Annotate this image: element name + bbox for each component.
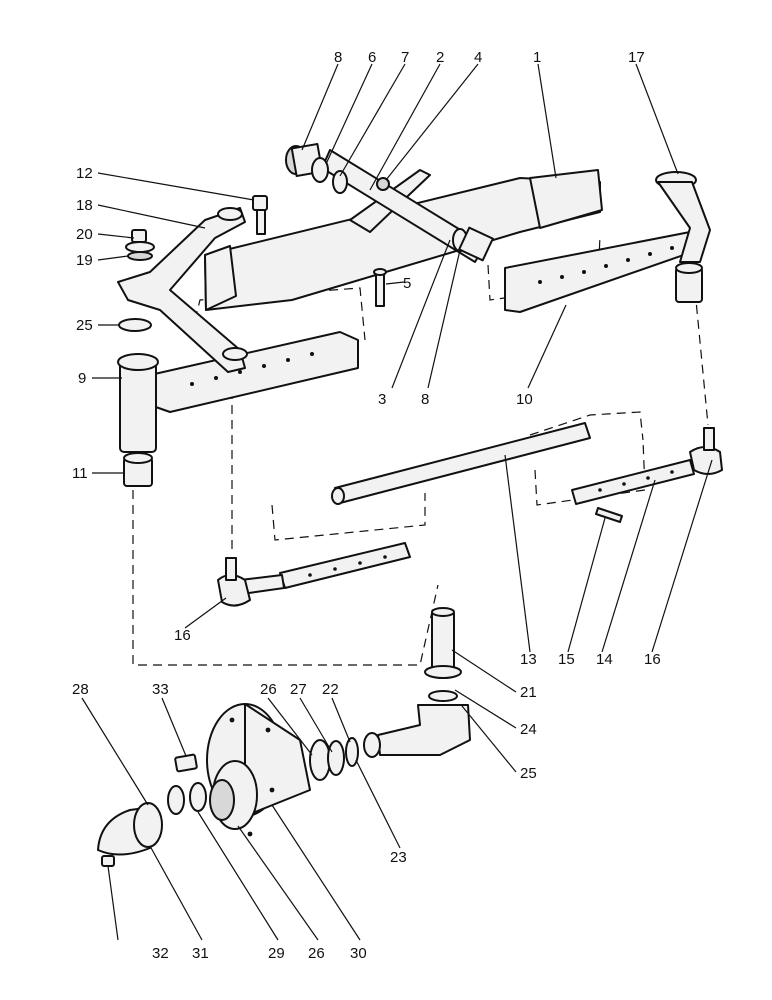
label-15: 15	[558, 651, 575, 668]
part-number-labels: 1 2 3 4 5 6 7 8 8 9 10 11 12 13 14 15 16…	[72, 49, 661, 962]
left-steering-arm	[117, 207, 248, 373]
label-2: 2	[436, 49, 444, 66]
label-33: 33	[152, 681, 169, 698]
wheel-hub	[206, 703, 359, 837]
label-30: 30	[350, 945, 367, 962]
label-8-top: 8	[334, 49, 342, 66]
leader-lines	[81, 63, 713, 941]
label-11: 11	[72, 465, 88, 482]
label-22: 22	[322, 681, 339, 698]
label-1: 1	[533, 49, 541, 66]
label-32: 32	[152, 945, 169, 962]
label-21: 21	[520, 684, 537, 701]
right-tie-rod	[571, 427, 723, 523]
label-17: 17	[628, 49, 645, 66]
label-5: 5	[403, 275, 411, 292]
label-13: 13	[520, 651, 537, 668]
center-tie-rod	[331, 422, 591, 505]
label-23: 23	[390, 849, 407, 866]
pivot-tube	[285, 142, 494, 263]
label-31: 31	[192, 945, 209, 962]
label-27: 27	[290, 681, 307, 698]
label-16-left: 16	[174, 627, 191, 644]
label-26-bottom: 26	[308, 945, 325, 962]
left-tie-rod	[217, 542, 411, 607]
hub-cap-parts	[97, 753, 207, 867]
bolts-12-19-20	[118, 195, 387, 332]
label-28: 28	[72, 681, 89, 698]
right-steering-arm	[655, 171, 711, 303]
label-20: 20	[76, 226, 93, 243]
label-12: 12	[76, 165, 93, 182]
label-24: 24	[520, 721, 537, 738]
left-axle-extension	[117, 331, 359, 487]
label-7: 7	[401, 49, 409, 66]
label-25-top: 25	[76, 317, 93, 334]
label-14: 14	[596, 651, 613, 668]
label-10: 10	[516, 391, 533, 408]
label-16-right: 16	[644, 651, 661, 668]
label-26-top: 26	[260, 681, 277, 698]
label-29: 29	[268, 945, 285, 962]
label-19: 19	[76, 252, 93, 269]
label-18: 18	[76, 197, 93, 214]
right-axle-extension	[504, 231, 699, 313]
label-3: 3	[378, 391, 386, 408]
label-4: 4	[474, 49, 482, 66]
label-25-bottom: 25	[520, 765, 537, 782]
label-6: 6	[368, 49, 376, 66]
label-9: 9	[78, 370, 86, 387]
label-8-bottom: 8	[421, 391, 429, 408]
stub-axle	[363, 607, 471, 758]
